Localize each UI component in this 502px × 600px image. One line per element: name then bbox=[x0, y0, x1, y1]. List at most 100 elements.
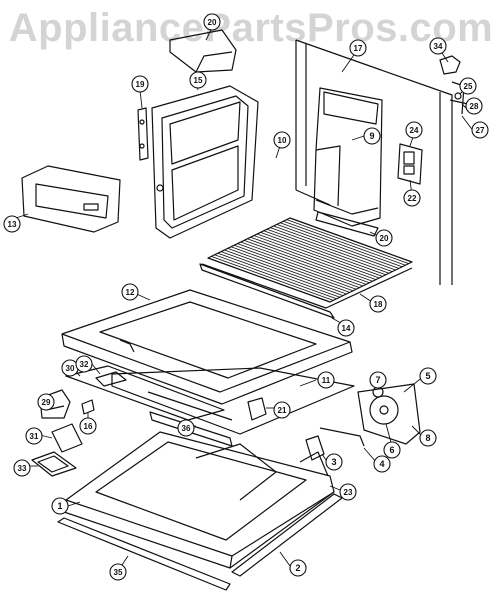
callout-6: 6 bbox=[383, 441, 401, 459]
callout-36: 36 bbox=[177, 419, 195, 437]
callout-circle bbox=[465, 97, 483, 115]
callout-circle bbox=[375, 229, 393, 247]
callout-13: 13 bbox=[3, 215, 21, 233]
callout-circle bbox=[337, 319, 355, 337]
watermark-text: AppliancePartsPros.com bbox=[8, 6, 494, 50]
callout-7: 7 bbox=[369, 371, 387, 389]
shelf-wire bbox=[224, 249, 347, 295]
part-9-duct bbox=[313, 87, 383, 237]
cabinet-liner bbox=[295, 39, 453, 285]
shelf-wire bbox=[207, 257, 331, 303]
callout-3: 3 bbox=[325, 453, 343, 471]
callout-14: 14 bbox=[337, 319, 355, 337]
callout-34: 34 bbox=[429, 37, 447, 55]
callout-28: 28 bbox=[465, 97, 483, 115]
shelf-wire bbox=[234, 244, 357, 290]
callout-circle bbox=[37, 393, 55, 411]
shelf-wire bbox=[227, 248, 350, 293]
callout-label: 7 bbox=[375, 375, 380, 385]
part-26-bracket bbox=[169, 29, 237, 73]
callout-circle bbox=[369, 295, 387, 313]
callout-5: 5 bbox=[419, 367, 437, 385]
callout-32: 32 bbox=[75, 355, 93, 373]
part-3-clip bbox=[305, 435, 325, 461]
callout-circle bbox=[349, 39, 367, 57]
callout-label: 1 bbox=[57, 501, 62, 511]
callout-circle bbox=[203, 13, 221, 31]
shelf-wire bbox=[286, 219, 409, 264]
callout-9: 9 bbox=[363, 127, 381, 145]
shelf-wire bbox=[280, 222, 403, 268]
shelf-wire bbox=[214, 254, 337, 300]
shelf-wire bbox=[220, 251, 344, 296]
shelf-wire bbox=[273, 225, 396, 271]
shelf-wire bbox=[253, 235, 377, 280]
part-14-rail bbox=[199, 263, 335, 319]
shelf-wire bbox=[283, 220, 406, 266]
callout-circle bbox=[79, 417, 97, 435]
part-2-rail bbox=[231, 493, 343, 577]
part-12-cover bbox=[61, 289, 353, 405]
callout-label: 23 bbox=[344, 488, 353, 497]
callout-circle bbox=[405, 121, 423, 139]
callout-circle bbox=[51, 497, 69, 515]
callout-label: 36 bbox=[182, 424, 191, 433]
callout-27: 27 bbox=[471, 121, 489, 139]
callout-label: 6 bbox=[389, 445, 394, 455]
shelf-wire bbox=[270, 227, 393, 272]
callout-31: 31 bbox=[25, 427, 43, 445]
callout-label: 22 bbox=[408, 194, 417, 203]
callout-label: 2 bbox=[295, 563, 300, 573]
callout-circle bbox=[419, 429, 437, 447]
shelf-wire bbox=[257, 233, 380, 279]
callout-label: 30 bbox=[66, 364, 75, 373]
callout-8: 8 bbox=[419, 429, 437, 447]
callout-circle bbox=[429, 37, 447, 55]
callout-19: 19 bbox=[131, 75, 149, 93]
shelf-wire bbox=[250, 236, 373, 282]
shelf-wire bbox=[266, 228, 390, 274]
callout-20: 20 bbox=[375, 229, 393, 247]
callout-label: 19 bbox=[136, 80, 145, 89]
callout-4: 4 bbox=[373, 455, 391, 473]
callout-1: 1 bbox=[51, 497, 69, 515]
callout-circle bbox=[13, 459, 31, 477]
callout-10: 10 bbox=[273, 131, 291, 149]
shelf-wire bbox=[217, 252, 340, 298]
callout-label: 8 bbox=[425, 433, 430, 443]
callout-24: 24 bbox=[405, 121, 423, 139]
callout-label: 29 bbox=[42, 398, 51, 407]
callout-label: 12 bbox=[126, 288, 135, 297]
callout-circle bbox=[363, 127, 381, 145]
callout-circle bbox=[3, 215, 21, 233]
shelf-wire bbox=[243, 240, 367, 285]
callout-21: 21 bbox=[273, 401, 291, 419]
callout-label: 32 bbox=[80, 360, 89, 369]
callout-label: 25 bbox=[464, 82, 473, 91]
part-1-base bbox=[63, 431, 335, 569]
callout-label: 16 bbox=[84, 422, 93, 431]
shelf-wire bbox=[237, 243, 360, 288]
callout-circle bbox=[419, 367, 437, 385]
shelf-wires bbox=[207, 217, 413, 303]
callout-29: 29 bbox=[37, 393, 55, 411]
callout-17: 17 bbox=[349, 39, 367, 57]
callout-label: 20 bbox=[380, 234, 389, 243]
callout-label: 20 bbox=[208, 18, 217, 27]
callout-35: 35 bbox=[109, 563, 127, 581]
callout-12: 12 bbox=[121, 283, 139, 301]
callout-circle bbox=[403, 189, 421, 207]
callout-11: 11 bbox=[317, 371, 335, 389]
callout-circle bbox=[109, 563, 127, 581]
callout-circle bbox=[273, 131, 291, 149]
callout-circle bbox=[273, 401, 291, 419]
callout-circle bbox=[369, 371, 387, 389]
callout-circle bbox=[459, 77, 477, 95]
callout-33: 33 bbox=[13, 459, 31, 477]
callout-label: 3 bbox=[331, 457, 336, 467]
callout-22: 22 bbox=[403, 189, 421, 207]
part-21-bracket bbox=[247, 397, 267, 421]
callout-label: 17 bbox=[354, 44, 363, 53]
callout-label: 24 bbox=[410, 126, 419, 135]
callout-circle bbox=[471, 121, 489, 139]
